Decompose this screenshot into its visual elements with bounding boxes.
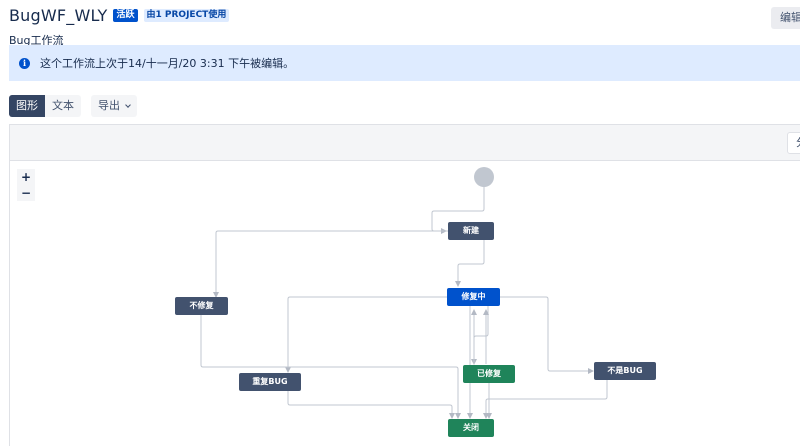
- diagram-toolbar-button[interactable]: 分: [787, 132, 800, 154]
- status-in-repair[interactable]: 修复中: [447, 288, 500, 306]
- tab-graph[interactable]: 图形: [9, 95, 45, 117]
- diagram-toolbar: 分: [10, 125, 800, 161]
- workflow-diagram-panel: 分: [9, 124, 800, 446]
- status-not-bug[interactable]: 不是BUG: [594, 362, 656, 380]
- status-closed[interactable]: 关闭: [448, 419, 494, 437]
- status-repaired[interactable]: 已修复: [463, 365, 515, 383]
- export-button-label: 导出: [98, 99, 120, 112]
- status-duplicate[interactable]: 重复BUG: [239, 373, 301, 391]
- page-title: BugWF_WLY: [9, 5, 108, 25]
- transition-new-in-repair: [455, 240, 485, 287]
- export-button[interactable]: 导出: [91, 95, 137, 117]
- title-row: BugWF_WLY 活跃 由1 PROJECT使用: [9, 4, 230, 26]
- project-usage-badge[interactable]: 由1 PROJECT使用: [143, 8, 230, 22]
- info-banner: i 这个工作流上次于14/十一月/20 3:31 下午被编辑。: [9, 45, 800, 81]
- workflow-start-node[interactable]: [474, 167, 494, 187]
- status-wont-fix[interactable]: 不修复: [175, 297, 228, 315]
- zoom-controls: + −: [17, 169, 35, 201]
- transition-in-repair-not-bug: [500, 296, 594, 374]
- info-icon: i: [19, 57, 30, 69]
- info-banner-text: 这个工作流上次于14/十一月/20 3:31 下午被编辑。: [40, 57, 295, 70]
- tab-text[interactable]: 文本: [45, 95, 81, 117]
- transition-wont-fix-closed: [200, 315, 461, 419]
- zoom-out-button[interactable]: −: [17, 185, 35, 201]
- transition-duplicate-closed: [287, 390, 455, 419]
- transition-not-bug-closed: [483, 380, 608, 419]
- edit-button[interactable]: 编辑: [771, 7, 800, 29]
- status-new[interactable]: 新建: [448, 222, 494, 240]
- view-toggle: 图形 文本: [9, 95, 81, 117]
- zoom-in-button[interactable]: +: [17, 169, 35, 185]
- transition-in-repair-duplicate: [285, 296, 447, 373]
- workflow-description: Bug工作流: [9, 34, 64, 47]
- transition-new-wont-fix: [213, 230, 448, 298]
- status-badge: 活跃: [113, 8, 138, 22]
